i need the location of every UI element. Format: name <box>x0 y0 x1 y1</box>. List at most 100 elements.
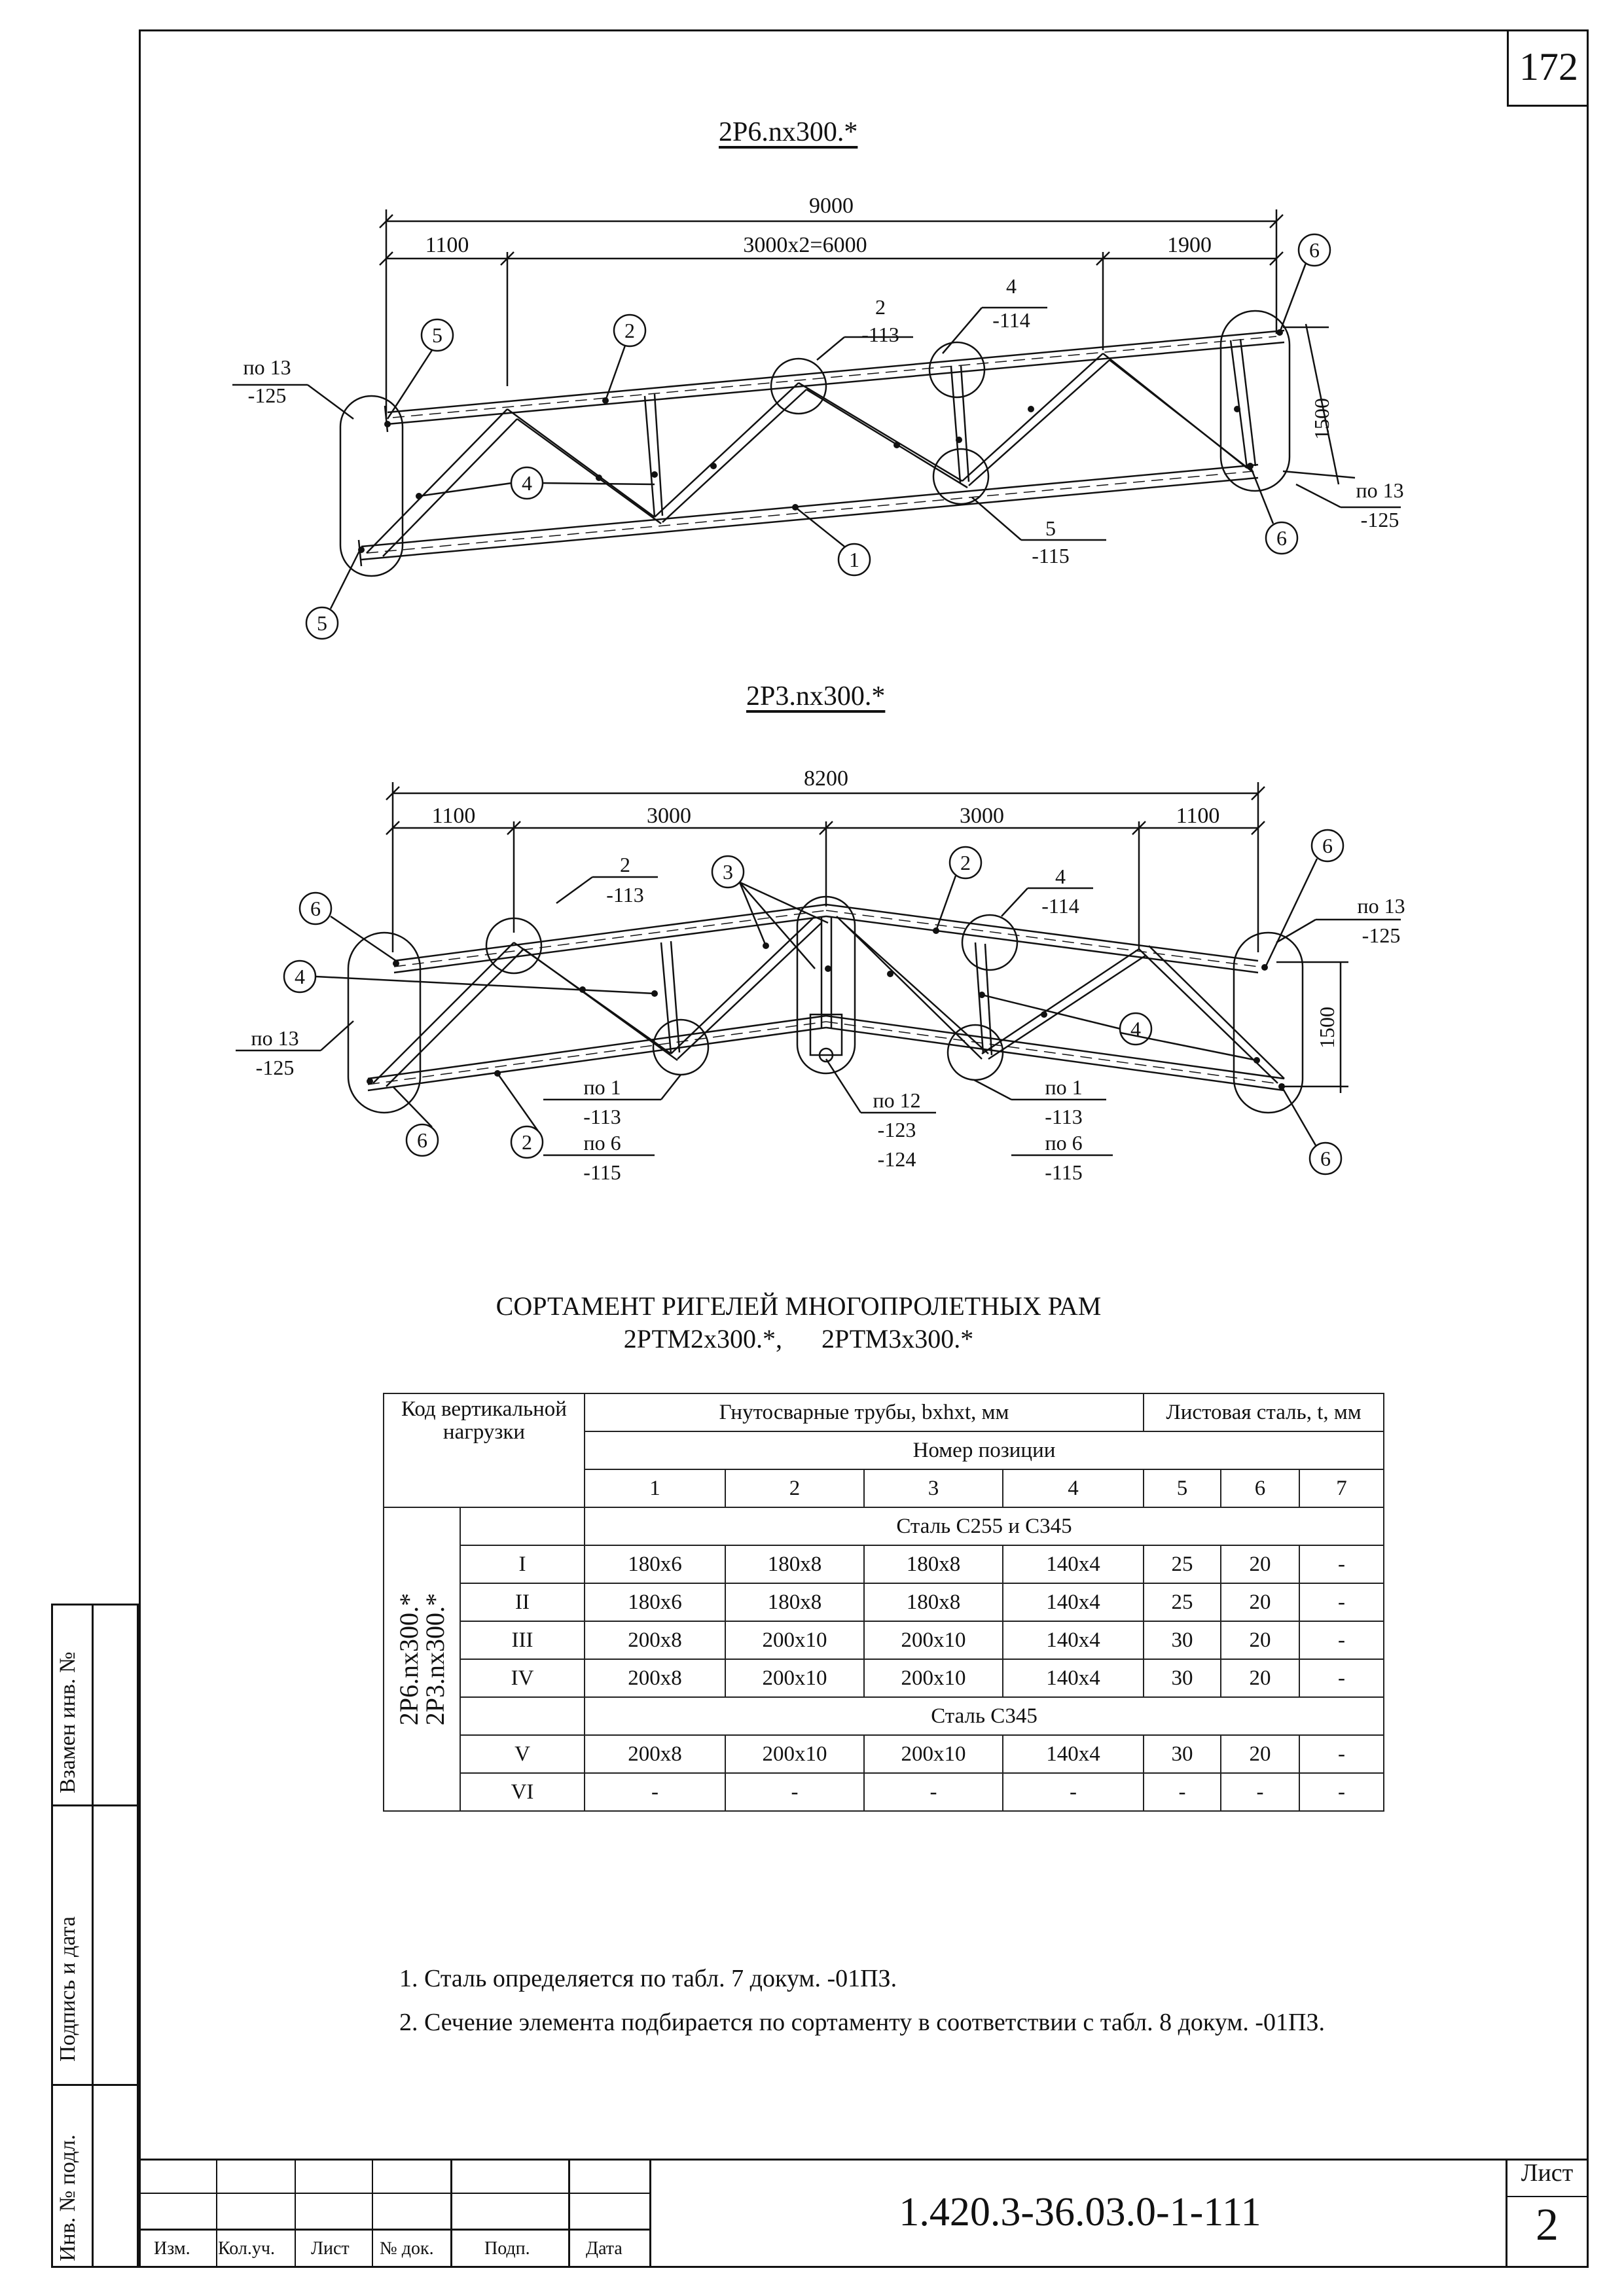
tb-label-podp: Подп. <box>484 2238 530 2259</box>
cell: 140x4 <box>1002 1659 1144 1698</box>
code-header: Код вертикальной нагрузки <box>383 1393 585 1508</box>
callout-6a: 6 <box>310 897 321 920</box>
pipes-header: Гнутосварные трубы, bxhxt, мм <box>584 1393 1144 1432</box>
tb-label-data: Дата <box>586 2238 623 2259</box>
note-4-num-2: 4 <box>1055 865 1066 888</box>
position-4: 4 <box>1002 1469 1144 1508</box>
note-right-b-2: -125 <box>1362 924 1401 947</box>
dim-left-1: 1100 <box>425 233 469 257</box>
tb-label-dok: № док. <box>380 2238 434 2259</box>
side-label-podpis: Подпись и дата <box>56 1916 80 2062</box>
note-2-val: -113 <box>861 323 899 346</box>
list-label: Лист <box>1521 2159 1574 2187</box>
dim-d1: 1100 <box>432 804 476 828</box>
dim-total-2: 8200 <box>804 766 848 791</box>
drawing1-title: 2Р6.nx300.* <box>719 117 858 147</box>
cell: - <box>1298 1734 1385 1774</box>
cell: 200x10 <box>863 1734 1003 1774</box>
cell: 180x8 <box>725 1545 865 1584</box>
cell: - <box>1002 1772 1144 1812</box>
row-code: III <box>460 1621 585 1660</box>
cell: 20 <box>1220 1621 1300 1660</box>
position-5: 5 <box>1143 1469 1221 1508</box>
callout-5b: 5 <box>317 611 327 635</box>
dim-height-1: 1500 <box>1310 398 1333 440</box>
steel-a-row: Сталь С255 и С345 <box>583 1507 1385 1546</box>
note-n1b: -113 <box>583 1105 621 1128</box>
note-left-a-2: по 13 <box>251 1026 298 1050</box>
table-row: VI -- -- -- - <box>384 1772 1385 1812</box>
note-n2a: по 12 <box>873 1088 920 1112</box>
dim-right-1: 1900 <box>1167 233 1212 257</box>
steel-b-row: Сталь С345 <box>583 1696 1385 1736</box>
cell: 180x8 <box>863 1545 1003 1584</box>
note-4-num: 4 <box>1006 274 1017 298</box>
cell: 30 <box>1143 1621 1221 1660</box>
table-heading-line2: 2РТМ2х300.*, 2РТМ3х300.* <box>367 1323 1231 1354</box>
note-n2b: -123 <box>878 1118 916 1141</box>
note-5-val: -115 <box>1032 544 1069 567</box>
cell: 20 <box>1220 1583 1300 1622</box>
callout-6c: 6 <box>417 1128 427 1152</box>
cell: - <box>1298 1583 1385 1622</box>
cell: 20 <box>1220 1545 1300 1584</box>
cell: 20 <box>1220 1659 1300 1698</box>
cell: 30 <box>1143 1659 1221 1698</box>
note-right-a: по 13 <box>1356 478 1403 502</box>
cell: 180x6 <box>584 1545 726 1584</box>
cell: 200x10 <box>863 1659 1003 1698</box>
callout-4: 4 <box>522 471 532 495</box>
cell: - <box>725 1772 865 1812</box>
cell: 200x10 <box>863 1621 1003 1660</box>
cell: - <box>1143 1772 1221 1812</box>
callout-6b: 6 <box>1322 834 1333 857</box>
cell: 30 <box>1143 1734 1221 1774</box>
row-code: IV <box>460 1659 585 1698</box>
callout-6a: 6 <box>1309 238 1320 262</box>
group-label-1: 2Р6.nx300.* <box>393 1592 424 1726</box>
callout-3: 3 <box>723 860 733 884</box>
dim-d2: 3000 <box>647 804 691 828</box>
truss-drawing-1: 9000 1100 3000x2=6000 1900 1500 5 2 6 4 … <box>232 194 1404 640</box>
row-code: I <box>460 1545 585 1584</box>
position-7: 7 <box>1298 1469 1385 1508</box>
cell: 140x4 <box>1002 1621 1144 1660</box>
callout-4a: 4 <box>295 965 305 988</box>
callout-6b: 6 <box>1276 526 1287 550</box>
side-label-vzamen: Взамен инв. № <box>56 1651 80 1793</box>
callout-2c: 2 <box>522 1130 532 1154</box>
note-n3d: -115 <box>1045 1160 1082 1184</box>
note-right-a-2: по 13 <box>1357 894 1405 918</box>
note-left-a: по 13 <box>243 355 291 379</box>
drawing-frame <box>139 29 1589 2268</box>
callout-2b: 2 <box>960 851 971 874</box>
cell: - <box>584 1772 726 1812</box>
note-n1d: -115 <box>583 1160 621 1184</box>
row-code: VI <box>460 1772 585 1812</box>
cell: - <box>1298 1772 1385 1812</box>
group-label-cell: 2Р6.nx300.* 2Р3.nx300.* <box>383 1507 461 1812</box>
note-4-val-2: -114 <box>1041 894 1079 918</box>
dim-mid-1: 3000x2=6000 <box>743 233 867 257</box>
note-left-b: -125 <box>248 384 287 407</box>
spec-table: Код вертикальной нагрузки Гнутосварные т… <box>383 1393 1385 1812</box>
cell: 140x4 <box>1002 1545 1144 1584</box>
dim-height-2: 1500 <box>1315 1007 1339 1049</box>
cell: - <box>1220 1772 1300 1812</box>
callout-4b: 4 <box>1130 1017 1141 1041</box>
note-2-num-2: 2 <box>620 853 630 876</box>
position-header: Номер позиции <box>583 1431 1385 1470</box>
table-heading-line2a: 2РТМ2х300.*, <box>623 1324 782 1354</box>
callout-2: 2 <box>624 319 635 342</box>
cell: 200x8 <box>584 1621 726 1660</box>
note-n3a: по 1 <box>1045 1075 1082 1099</box>
cell: - <box>1298 1621 1385 1660</box>
note-n1c: по 6 <box>583 1131 621 1155</box>
cell: - <box>863 1772 1003 1812</box>
note-4-val: -114 <box>992 308 1030 332</box>
cell: 140x4 <box>1002 1734 1144 1774</box>
